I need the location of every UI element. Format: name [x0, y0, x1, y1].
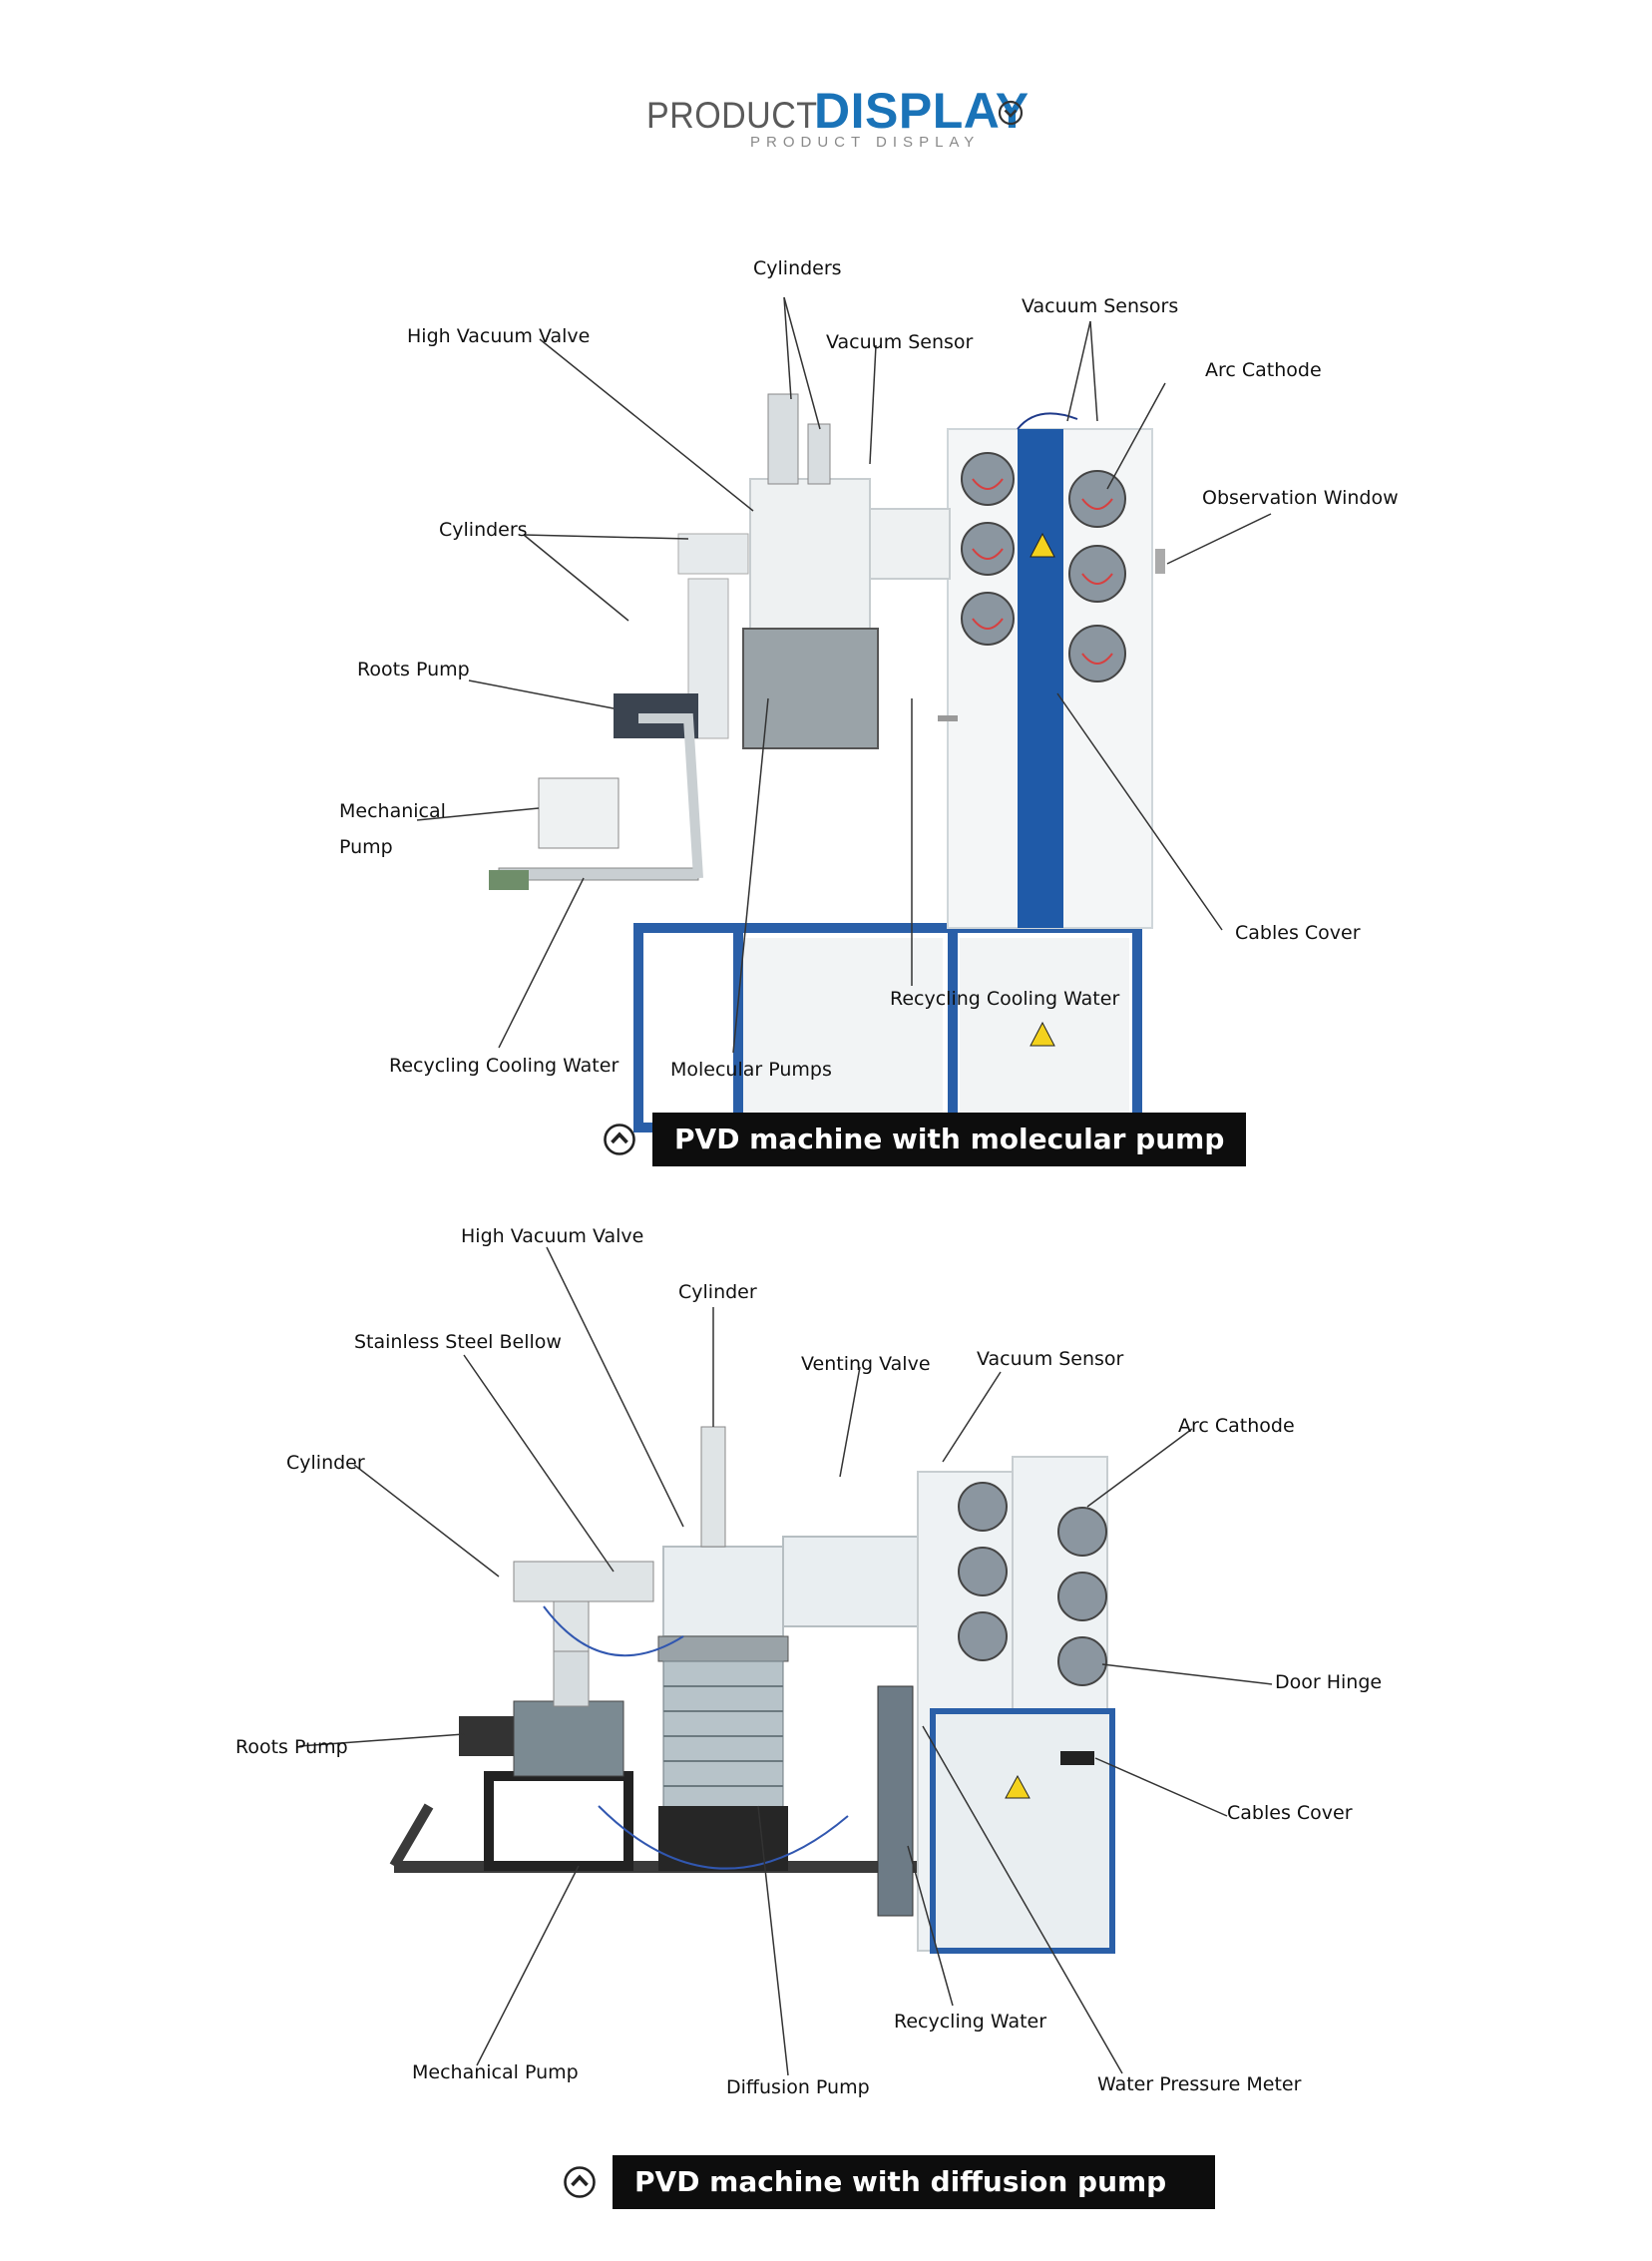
label-molecular-pumps: Molecular Pumps	[670, 1059, 832, 1081]
header-subtitle: PRODUCT DISPLAY	[750, 134, 981, 151]
label-vacuum-sensors: Vacuum Sensors	[1022, 295, 1179, 317]
machine-illustration-2	[298, 1246, 1273, 2076]
label-recycling-water: Recycling Water	[894, 2011, 1047, 2033]
label-vacuum-sensor: Vacuum Sensor	[826, 331, 974, 353]
label-cylinder-top-2: Cylinder	[678, 1281, 757, 1303]
label-roots-pump: Roots Pump	[357, 659, 470, 680]
label-cables-cover-2: Cables Cover	[1227, 1802, 1353, 1824]
label-recycling-cooling-water-right: Recycling Cooling Water	[890, 988, 1120, 1010]
label-high-vacuum-valve-2: High Vacuum Valve	[461, 1225, 644, 1247]
header-title: PRODUCT DISPLAY	[646, 82, 1030, 139]
label-door-hinge: Door Hinge	[1275, 1671, 1383, 1693]
figure-diffusion-pump: High Vacuum Valve Cylinder Stainless Ste…	[0, 1207, 1652, 2125]
page-header: PRODUCT DISPLAY PRODUCT DISPLAY	[0, 78, 1652, 168]
label-vacuum-sensor-2: Vacuum Sensor	[977, 1348, 1124, 1370]
label-recycling-cooling-water-left: Recycling Cooling Water	[389, 1055, 620, 1077]
label-cylinders-top: Cylinders	[753, 257, 842, 279]
label-cables-cover: Cables Cover	[1235, 922, 1361, 944]
label-roots-pump-2: Roots Pump	[235, 1736, 348, 1758]
label-high-vacuum-valve: High Vacuum Valve	[407, 325, 591, 347]
label-mechanical-pump-line1: Mechanical	[339, 800, 446, 822]
label-water-pressure-meter: Water Pressure Meter	[1097, 2073, 1302, 2095]
label-stainless-steel-bellow: Stainless Steel Bellow	[354, 1331, 562, 1353]
label-arc-cathode-2: Arc Cathode	[1178, 1415, 1295, 1437]
label-venting-valve: Venting Valve	[801, 1353, 931, 1375]
chevron-up-circle-icon	[604, 1124, 635, 1155]
label-cylinder-left-2: Cylinder	[286, 1452, 365, 1474]
label-diffusion-pump: Diffusion Pump	[726, 2076, 870, 2098]
header-title-part2: DISPLAY	[814, 83, 1030, 139]
header-title-part1: PRODUCT	[646, 95, 818, 136]
caption-diffusion-pump: PVD machine with diffusion pump	[563, 2155, 1215, 2209]
caption-molecular-pump-text: PVD machine with molecular pump	[652, 1113, 1247, 1166]
caption-diffusion-pump-text: PVD machine with diffusion pump	[613, 2155, 1215, 2209]
machine-illustration-1	[416, 296, 1272, 1149]
figure-molecular-pump: Cylinders High Vacuum Valve Vacuum Senso…	[0, 249, 1652, 1197]
chevron-up-circle-icon	[564, 2166, 596, 2198]
caption-molecular-pump: PVD machine with molecular pump	[603, 1113, 1247, 1166]
chevron-down-circle-icon	[998, 100, 1024, 126]
label-mechanical-pump-line2: Pump	[339, 836, 393, 858]
label-mechanical-pump-2: Mechanical Pump	[412, 2061, 579, 2083]
label-cylinders-left: Cylinders	[439, 519, 528, 541]
label-arc-cathode: Arc Cathode	[1205, 359, 1322, 381]
label-observation-window: Observation Window	[1202, 487, 1399, 509]
